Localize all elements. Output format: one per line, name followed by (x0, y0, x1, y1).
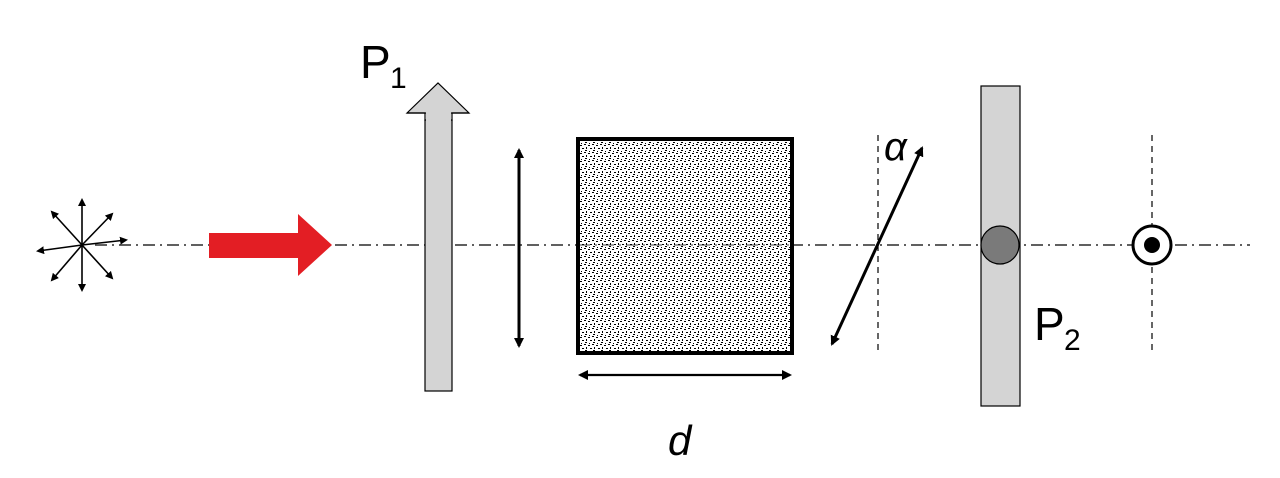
polarizer-1-subscript: 1 (390, 62, 407, 95)
out-of-plane-dot-icon (1131, 224, 1173, 266)
length-label: d (668, 417, 693, 464)
polarizer-1-letter: P (360, 36, 391, 88)
propagation-arrow-icon (209, 214, 332, 276)
angle-label: α (884, 125, 908, 169)
polarizer-1-label: P 1 (360, 36, 407, 95)
polarizer-2-label: P 2 (1034, 298, 1081, 357)
polarizer-1 (405, 82, 471, 392)
rotated-polarization-arrow (830, 146, 924, 346)
polarizer-2-letter: P (1034, 298, 1065, 350)
transmitted-beam-spot (980, 225, 1020, 265)
sample-medium (576, 137, 794, 355)
unpolarized-source-icon (36, 198, 128, 292)
polarizer-2-subscript: 2 (1064, 324, 1081, 357)
